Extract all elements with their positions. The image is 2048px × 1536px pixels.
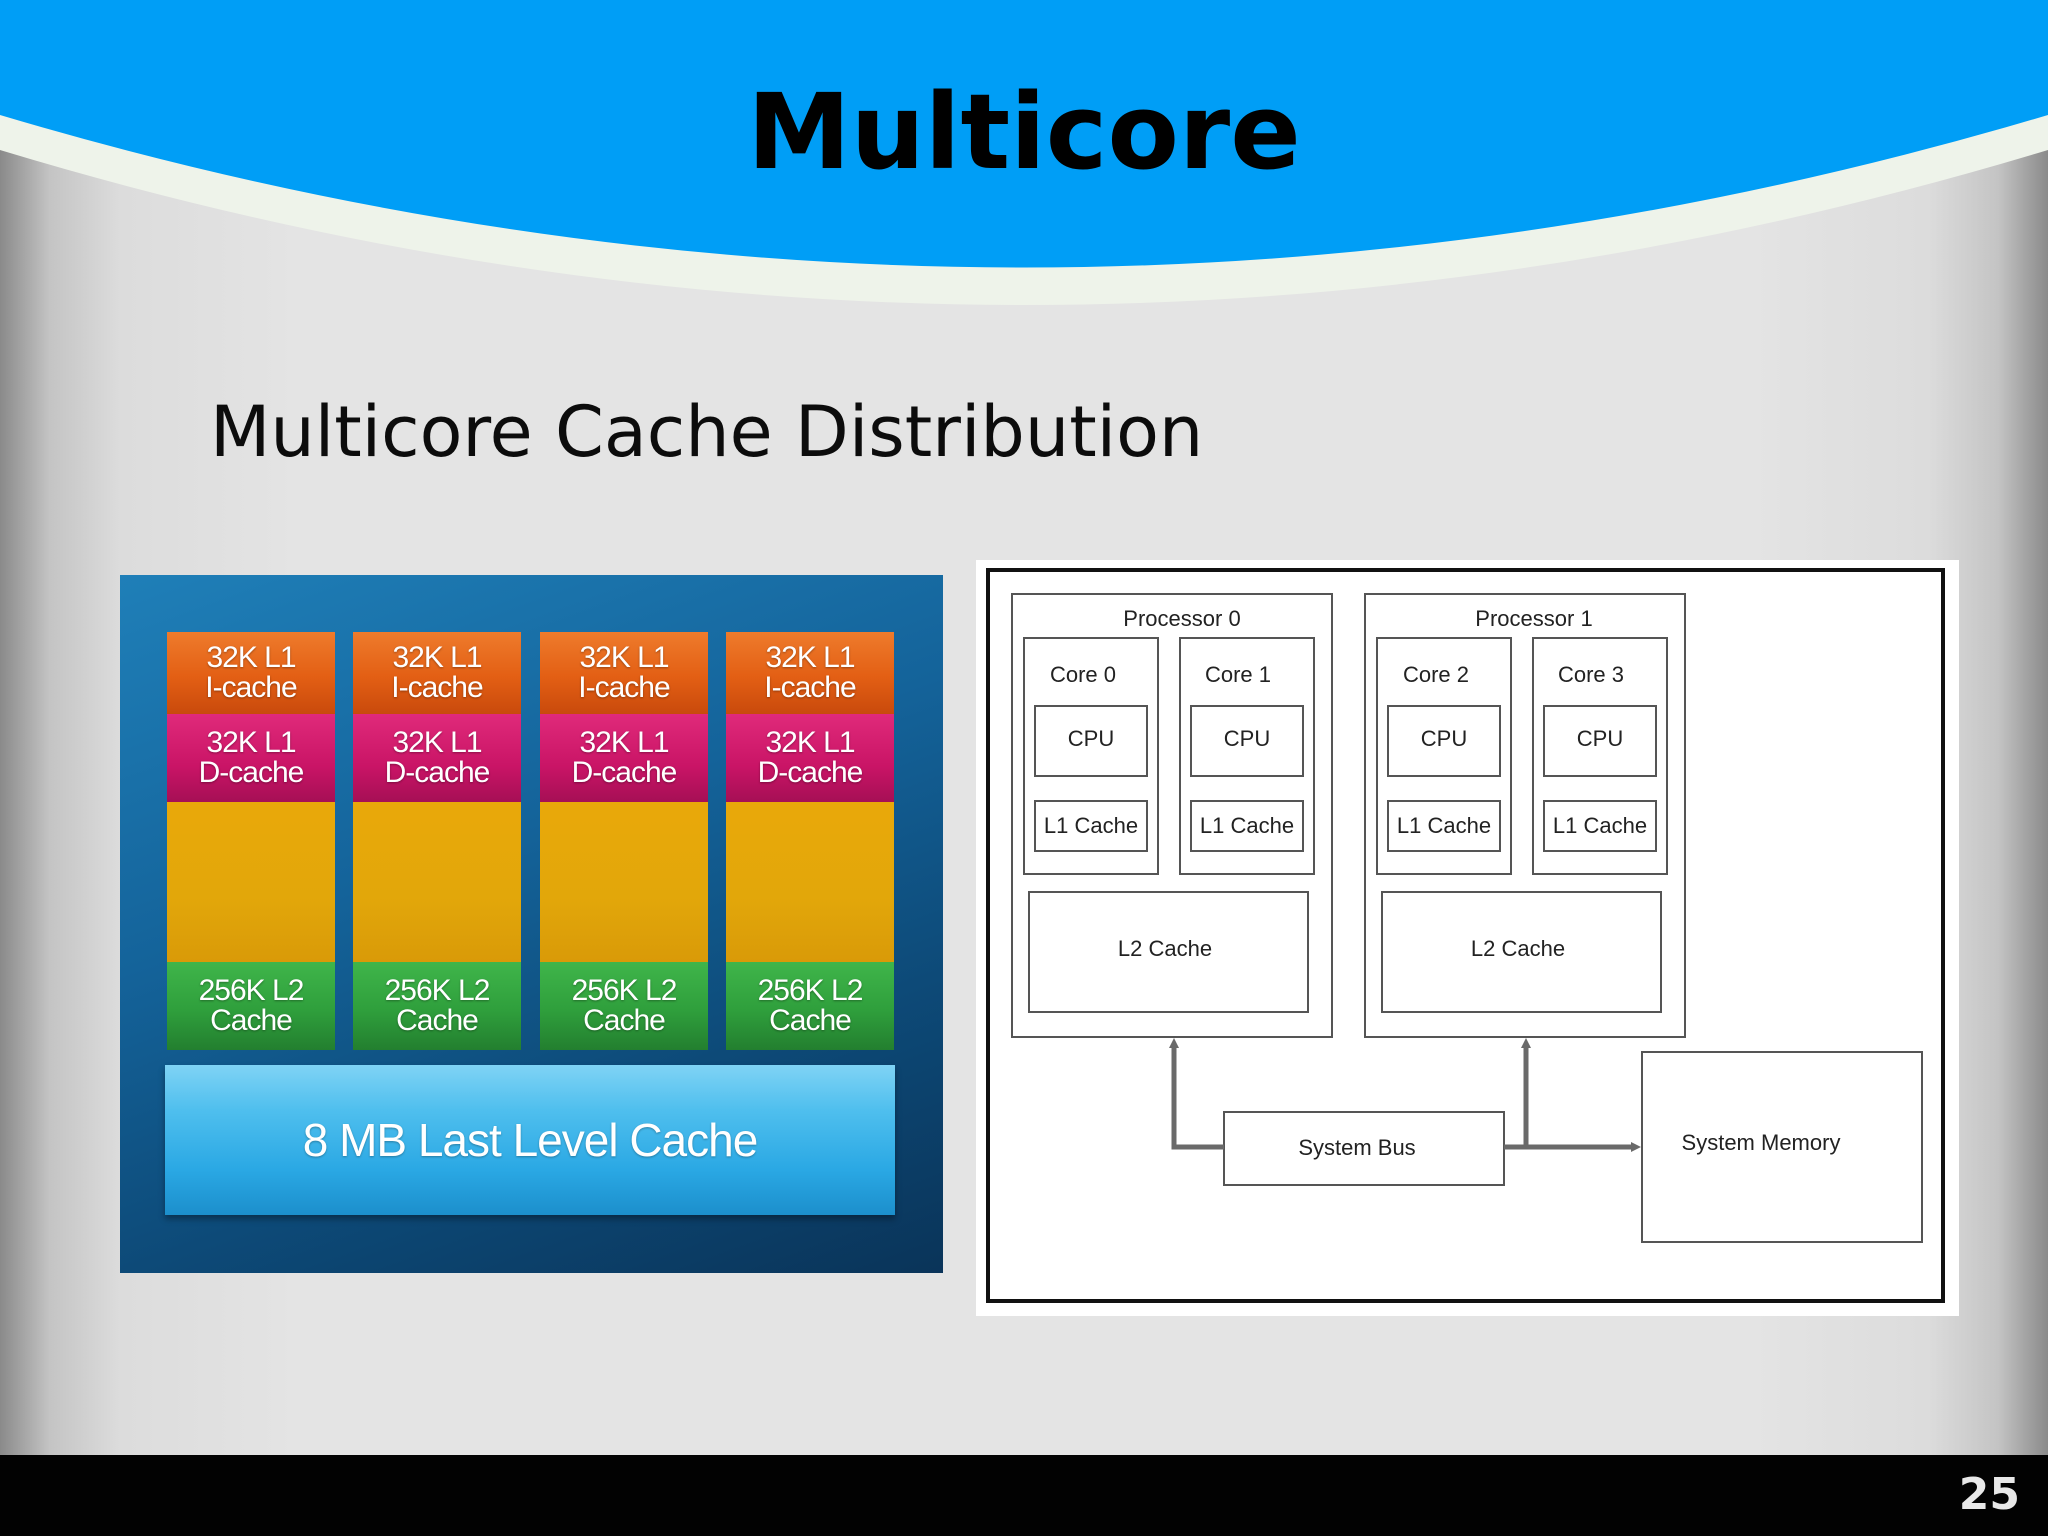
- l1-icache-size: 32K L1: [765, 641, 855, 674]
- l2-cache-label: Cache: [396, 1004, 479, 1037]
- l2-cache-size: 256K L2: [198, 974, 305, 1007]
- core-1-l1-box: [1190, 800, 1304, 852]
- processor-1-l2-label: L2 Cache: [1471, 936, 1565, 961]
- l1-icache-label: I-cache: [205, 671, 297, 704]
- core-0-l1-label: L1 Cache: [1044, 813, 1138, 838]
- processor-0-label: Processor 0: [1123, 606, 1240, 631]
- slide-title: Multicore: [747, 71, 1301, 193]
- l1-icache-size: 32K L1: [579, 641, 669, 674]
- core-0-l1-box: [1034, 800, 1148, 852]
- core-1-cpu-label: CPU: [1224, 726, 1270, 751]
- slide-subtitle: Multicore Cache Distribution: [210, 391, 1204, 473]
- l1-icache-label: I-cache: [578, 671, 670, 704]
- l2-cache-size: 256K L2: [757, 974, 864, 1007]
- l1-dcache-label: D-cache: [384, 756, 491, 789]
- core-3-l1-label: L1 Cache: [1553, 813, 1647, 838]
- processor-1-l2-box: [1381, 891, 1662, 1013]
- processor-diagram: Processor 0 Core 0 CPU L1 Cache Core 1 C…: [976, 560, 1959, 1316]
- core-body-block: [353, 802, 521, 962]
- core-2-l1-label: L1 Cache: [1397, 813, 1491, 838]
- l1-icache-size: 32K L1: [392, 641, 482, 674]
- l1-dcache-size: 32K L1: [765, 726, 855, 759]
- core-2-label: Core 2: [1403, 662, 1469, 687]
- core-3-label: Core 3: [1558, 662, 1624, 687]
- core-3-cpu-box: [1543, 705, 1657, 777]
- l1-dcache-size: 32K L1: [392, 726, 482, 759]
- diagram-border: [986, 568, 1945, 1303]
- core-1-label: Core 1: [1205, 662, 1271, 687]
- l1-dcache-size: 32K L1: [579, 726, 669, 759]
- bus-to-processor-0-arrow: [1169, 1038, 1224, 1150]
- core-0-cpu-box: [1034, 705, 1148, 777]
- l1-icache-label: I-cache: [764, 671, 856, 704]
- footer-bar: 25: [0, 1455, 2048, 1536]
- processor-diagram-svg: Processor 0 Core 0 CPU L1 Cache Core 1 C…: [986, 568, 1945, 1303]
- l2-cache-label: Cache: [210, 1004, 293, 1037]
- core-body-block: [726, 802, 894, 962]
- core-0-label: Core 0: [1050, 662, 1116, 687]
- l1-icache-size: 32K L1: [206, 641, 296, 674]
- l1-icache-label: I-cache: [391, 671, 483, 704]
- l2-cache-label: Cache: [583, 1004, 666, 1037]
- l2-cache-size: 256K L2: [384, 974, 491, 1007]
- core-body-block: [167, 802, 335, 962]
- core-2-l1-box: [1387, 800, 1501, 852]
- l2-cache-size: 256K L2: [571, 974, 678, 1007]
- l1-dcache-label: D-cache: [198, 756, 305, 789]
- processor-0-l2-label: L2 Cache: [1118, 936, 1212, 961]
- last-level-cache-block: 8 MB Last Level Cache: [165, 1065, 895, 1215]
- core-1-l1-label: L1 Cache: [1200, 813, 1294, 838]
- bus-to-processor-1-arrow: [1504, 1038, 1531, 1150]
- system-bus-label: System Bus: [1298, 1135, 1415, 1160]
- processor-0-l2-box: [1028, 891, 1309, 1013]
- core-2-cpu-label: CPU: [1421, 726, 1467, 751]
- core-0-cpu-label: CPU: [1068, 726, 1114, 751]
- l1-dcache-size: 32K L1: [206, 726, 296, 759]
- core-3-l1-box: [1543, 800, 1657, 852]
- system-memory-label: System Memory: [1682, 1130, 1841, 1155]
- core-1-cpu-box: [1190, 705, 1304, 777]
- core-2-cpu-box: [1387, 705, 1501, 777]
- header-blue-band: [0, 0, 2048, 268]
- l1-dcache-label: D-cache: [757, 756, 864, 789]
- l2-cache-label: Cache: [769, 1004, 852, 1037]
- core-body-block: [540, 802, 708, 962]
- processor-1-label: Processor 1: [1475, 606, 1592, 631]
- page-number: 25: [1958, 1469, 2020, 1520]
- last-level-cache-label: 8 MB Last Level Cache: [302, 1114, 759, 1166]
- core-3-cpu-label: CPU: [1577, 726, 1623, 751]
- system-memory-box: [1641, 1051, 1923, 1243]
- l1-dcache-label: D-cache: [571, 756, 678, 789]
